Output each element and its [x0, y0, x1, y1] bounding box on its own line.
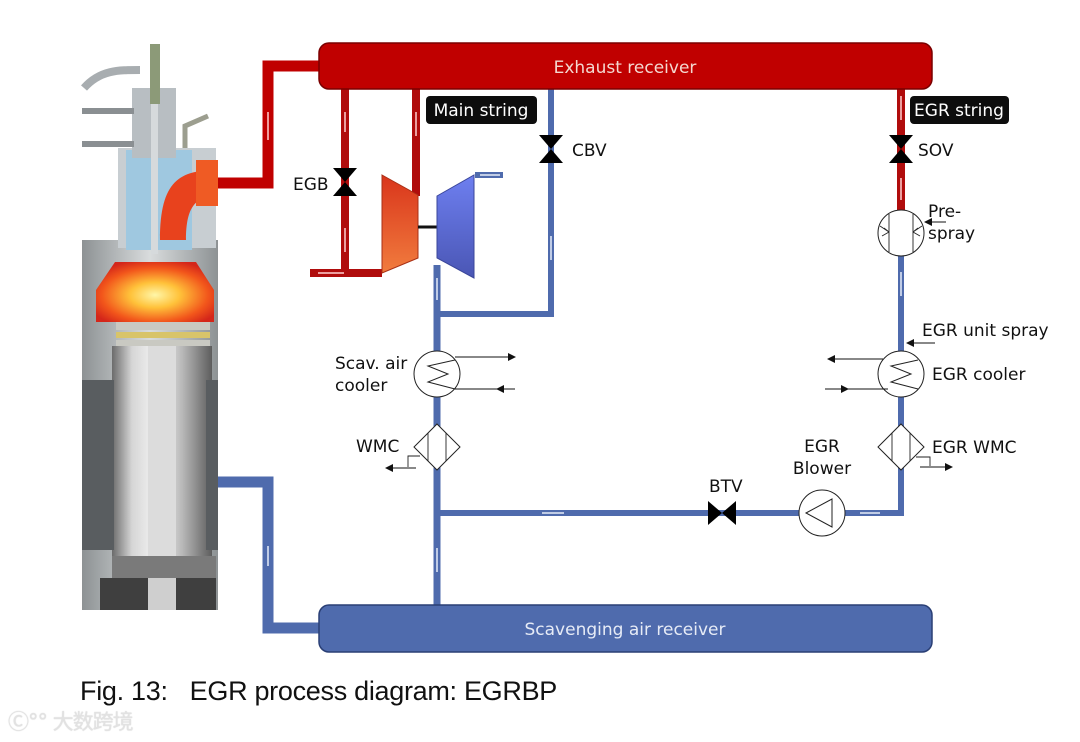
figure-caption: Fig. 13: EGR process diagram: EGRBP	[80, 676, 557, 707]
scavenging-receiver-label: Scavenging air receiver	[525, 620, 726, 640]
scav-air-cooler-label-line1: Scav. air	[335, 354, 407, 374]
pre-spray-label-line1: Pre-	[928, 202, 961, 222]
exhaust-receiver-label: Exhaust receiver	[554, 58, 697, 78]
scavenging-air-receiver: Scavenging air receiver	[318, 604, 933, 653]
figure-number: Fig. 13:	[80, 676, 168, 706]
egr-wmc-label: EGR WMC	[932, 438, 1016, 458]
egr-cooler	[825, 350, 925, 398]
egr-blower-label-line2: Blower	[793, 459, 851, 479]
pre-spray-label-line2: spray	[928, 224, 975, 244]
egr-string-label: EGR string	[914, 101, 1004, 121]
engine-cross-section	[81, 44, 218, 610]
egr-cooler-label: EGR cooler	[932, 365, 1025, 385]
exhaust-receiver: Exhaust receiver	[318, 42, 933, 90]
egr-wmc	[877, 423, 953, 471]
egb-valve[interactable]	[333, 168, 357, 196]
btv-label: BTV	[709, 477, 743, 497]
pipe-scavenge-to-engine	[218, 476, 322, 634]
turbocharger	[381, 174, 475, 279]
air-pipes	[218, 88, 904, 634]
sov-label: SOV	[918, 141, 954, 161]
exhaust-pipes	[218, 60, 905, 277]
scav-air-cooler-label-line2: cooler	[335, 376, 387, 396]
egr-blower[interactable]	[798, 489, 846, 537]
scav-air-cooler	[413, 350, 516, 398]
main-string-label: Main string	[434, 101, 529, 121]
figure-title: EGR process diagram: EGRBP	[189, 676, 558, 706]
cbv-valve[interactable]	[539, 135, 563, 163]
egr-unit-spray-label: EGR unit spray	[922, 321, 1049, 341]
watermark-logo: Ⓒ°° 大数跨境	[8, 710, 134, 734]
pipe-engine-to-exhaust-receiver	[218, 60, 322, 189]
egr-blower-label-line1: EGR	[804, 437, 840, 457]
wmc-label: WMC	[356, 437, 399, 457]
pipe-cbv-line	[437, 88, 554, 317]
turbine	[381, 174, 419, 274]
cbv-label: CBV	[572, 141, 607, 161]
pre-spray-unit	[877, 209, 946, 257]
sov-valve[interactable]	[889, 135, 913, 163]
wmc	[385, 423, 461, 472]
compressor	[436, 174, 475, 279]
egb-label: EGB	[293, 175, 329, 195]
main-string-tag: Main string	[426, 96, 537, 124]
egr-string-tag: EGR string	[910, 96, 1009, 124]
btv-valve[interactable]	[708, 501, 736, 525]
